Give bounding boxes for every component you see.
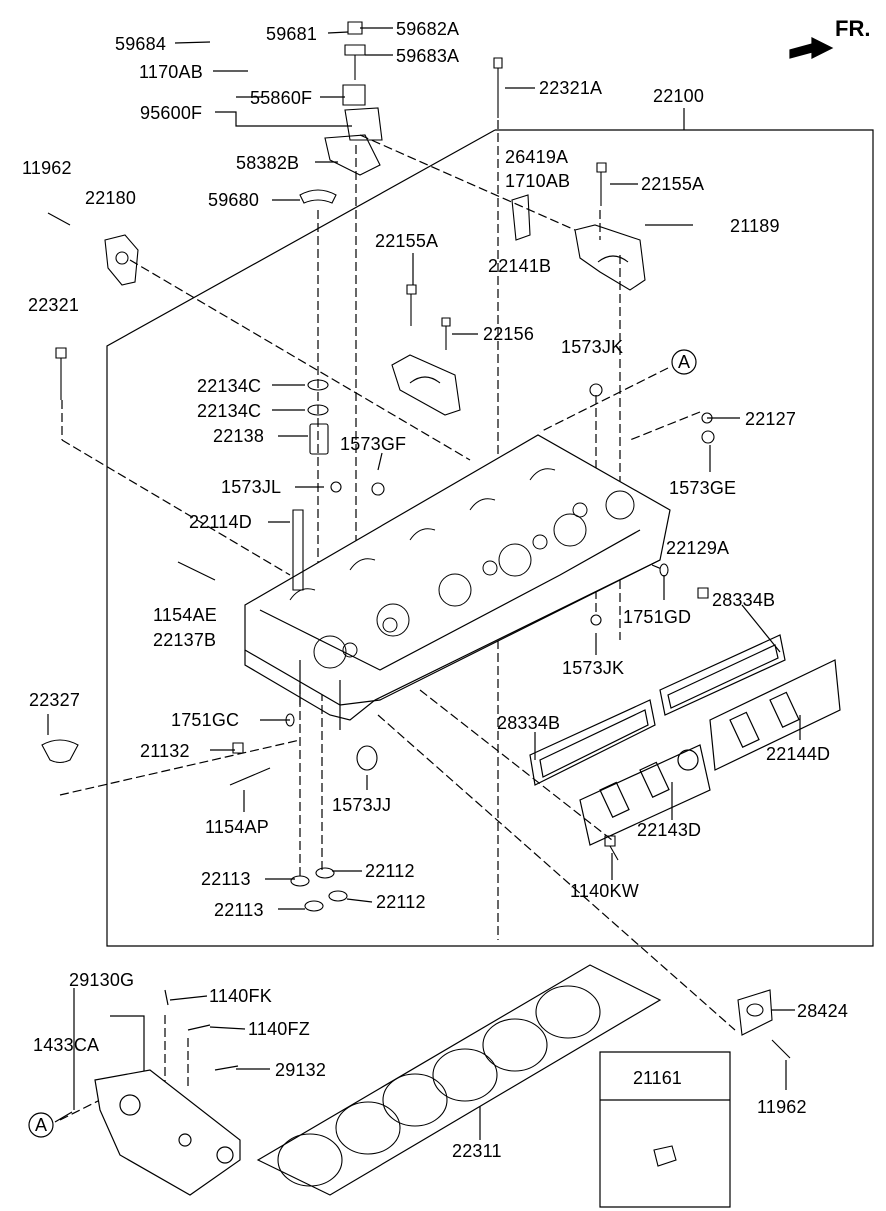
part-label: 22155A: [375, 231, 439, 251]
part-label: 21189: [730, 216, 780, 236]
part-label: 21132: [140, 741, 190, 761]
part-label: 1170AB: [139, 62, 203, 82]
part-label: 1154AP: [205, 817, 269, 837]
part-label: 1751GC: [171, 710, 240, 730]
small-components-drawing: [42, 22, 790, 1166]
part-label: 11962: [757, 1097, 807, 1117]
part-label: 59682A: [396, 19, 460, 39]
part-label: 22114D: [189, 512, 252, 532]
part-label: 22100: [653, 86, 705, 106]
part-label: 59683A: [396, 46, 460, 66]
part-label: 59680: [208, 190, 260, 210]
part-label: 1573JK: [562, 658, 625, 678]
callout-circle-top: [672, 350, 696, 374]
part-label: 55860F: [250, 88, 313, 108]
part-label: 1573GF: [340, 434, 407, 454]
part-label: 28424: [797, 1001, 849, 1021]
part-label: 1751GD: [623, 607, 692, 627]
part-label: 22321A: [539, 78, 603, 98]
part-label: 1573JK: [561, 337, 624, 357]
part-label: 22134C: [197, 376, 262, 396]
part-label: 1573JJ: [332, 795, 392, 815]
part-label: 22141B: [488, 256, 552, 276]
callout-letter-bottom: A: [35, 1115, 48, 1135]
part-label: 22127: [745, 409, 797, 429]
timing-cover-drawing: [95, 990, 240, 1195]
assembly-frame: [107, 130, 873, 946]
front-direction-label: FR.: [835, 16, 871, 41]
part-label: 1710AB: [505, 171, 571, 191]
part-label: 29132: [275, 1060, 327, 1080]
part-label: 22155A: [641, 174, 705, 194]
part-label: 22113: [214, 900, 264, 920]
part-label: 1140FK: [209, 986, 272, 1006]
callout-letter-top: A: [678, 352, 691, 372]
part-label: 11962: [22, 158, 72, 178]
part-label: 22112: [365, 861, 415, 881]
part-label: 22134C: [197, 401, 262, 421]
part-label: 1433CA: [33, 1035, 100, 1055]
cylinder-head-drawing: [245, 435, 670, 730]
part-label: 58382B: [236, 153, 300, 173]
part-label: 22156: [483, 324, 535, 344]
part-label: 22137B: [153, 630, 217, 650]
part-label: 26419A: [505, 147, 569, 167]
part-label: 1154AE: [153, 605, 217, 625]
inset-part-label: 21161: [633, 1068, 682, 1088]
part-label: 1140FZ: [248, 1019, 310, 1039]
head-gasket-drawing: [258, 965, 660, 1195]
part-label: 1140KW: [570, 881, 639, 901]
part-label: 28334B: [497, 713, 561, 733]
front-arrow-icon: [790, 38, 832, 58]
part-label: 59681: [266, 24, 318, 44]
part-label: 1573GE: [669, 478, 737, 498]
part-label: 22129A: [666, 538, 730, 558]
part-label: 22311: [452, 1141, 502, 1161]
part-label: 22327: [29, 690, 81, 710]
part-label: 22144D: [766, 744, 831, 764]
part-label: 29130G: [69, 970, 135, 990]
part-label: 28334B: [712, 590, 776, 610]
part-label: 22321: [28, 295, 80, 315]
part-label: 95600F: [140, 103, 203, 123]
part-label: 22180: [85, 188, 137, 208]
part-label: 22138: [213, 426, 265, 446]
part-label: 1573JL: [221, 477, 282, 497]
manifold-drawing: [580, 660, 840, 845]
part-label: 22112: [376, 892, 426, 912]
part-label: 59684: [115, 34, 167, 54]
callout-circle-bottom: [29, 1113, 53, 1137]
gasket-28334B-drawing: [530, 635, 785, 785]
inset-box-21161: [600, 1052, 730, 1207]
part-label: 22113: [201, 869, 251, 889]
part-label: 22143D: [637, 820, 702, 840]
